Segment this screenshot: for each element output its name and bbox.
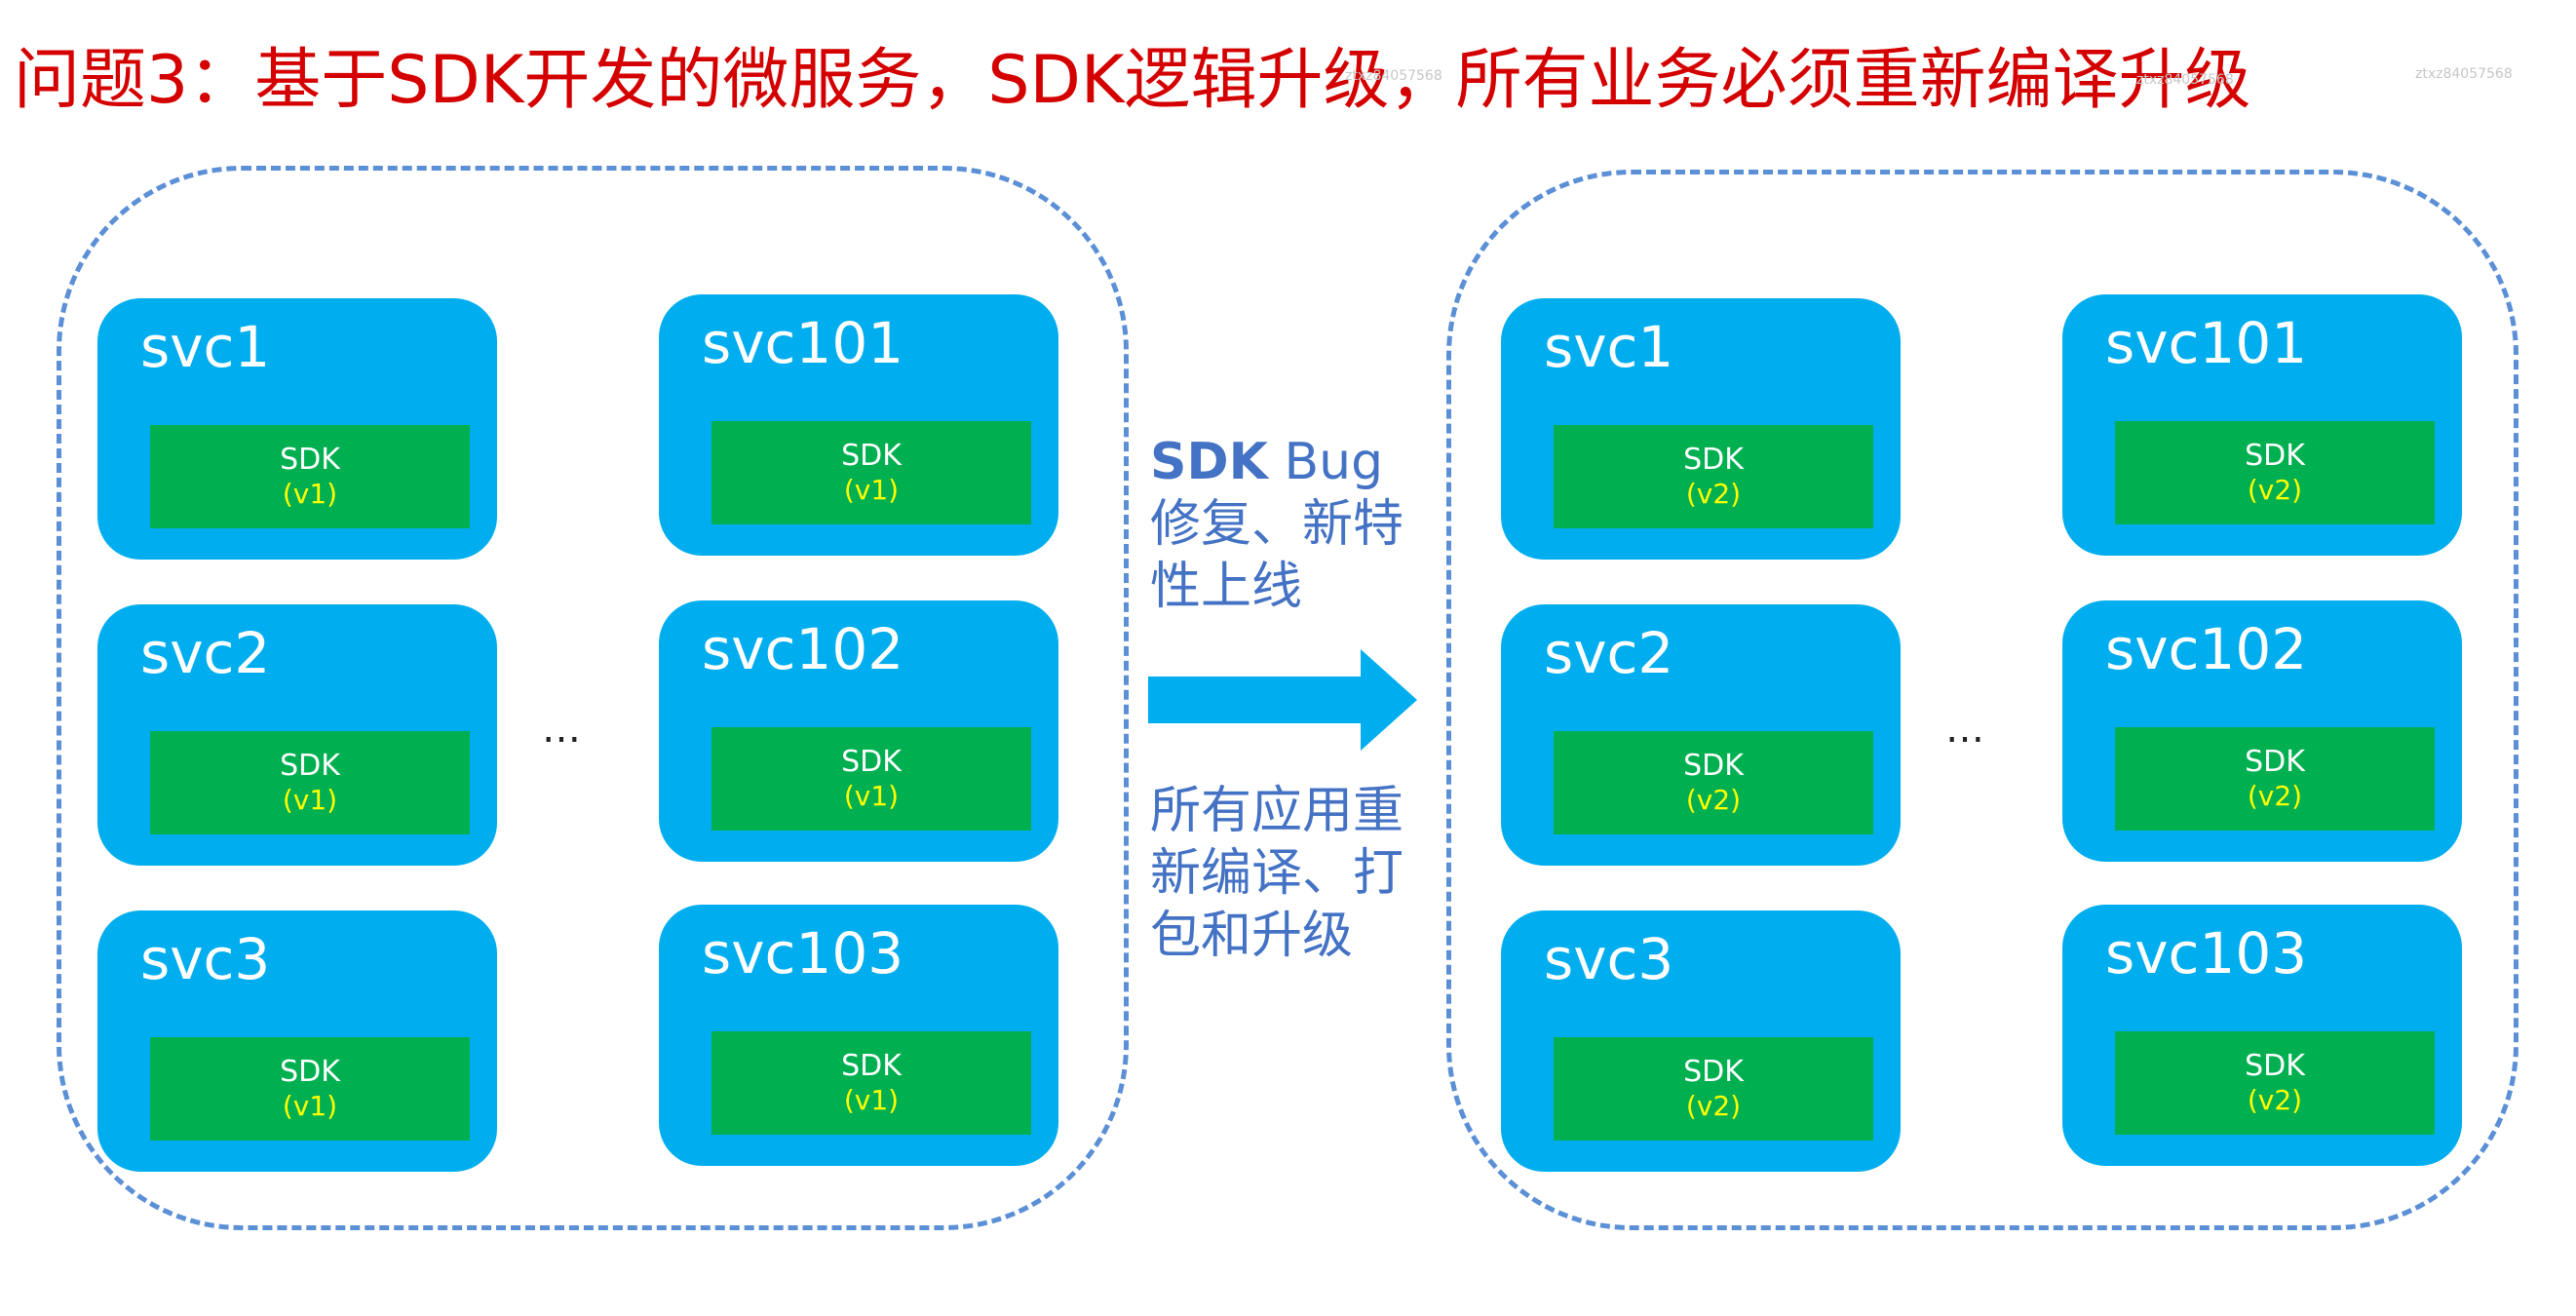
sdk-version: (v1) — [282, 784, 338, 816]
sdk-box: SDK (v1) — [711, 421, 1031, 524]
service-box: svc2 SDK (v2) — [1501, 604, 1901, 866]
watermark: ztxz84057568 — [1345, 68, 1442, 84]
sdk-box: SDK (v1) — [711, 1031, 1031, 1135]
service-name: svc3 — [1544, 926, 1674, 992]
service-name: svc1 — [140, 314, 271, 380]
rebuild-line3: 包和升级 — [1150, 907, 1354, 965]
watermark: ztxz84057568 — [2136, 72, 2234, 88]
right-service-group — [1446, 170, 2518, 1230]
service-box: svc101 SDK (v2) — [2062, 294, 2462, 556]
sdk-version: (v1) — [282, 478, 338, 510]
sdk-version: (v2) — [1685, 784, 1742, 816]
sdk-bug-note: SDK Bug 修复、新特 性上线 — [1150, 431, 1433, 618]
sdk-box: SDK (v1) — [150, 425, 470, 528]
rebuild-line1: 所有应用重 — [1150, 782, 1404, 840]
sdk-label: SDK — [280, 749, 340, 783]
service-name: svc1 — [1544, 314, 1674, 380]
sdk-version: (v2) — [2247, 474, 2303, 506]
sdk-box: SDK (v1) — [150, 731, 470, 834]
sdk-label: SDK — [841, 745, 902, 779]
sdk-version: (v1) — [843, 780, 900, 812]
service-box: svc2 SDK (v1) — [97, 604, 497, 866]
sdk-label: SDK — [2245, 439, 2305, 473]
service-box: svc1 SDK (v1) — [97, 298, 497, 560]
sdk-version: (v1) — [282, 1090, 338, 1122]
sdk-bug-line3: 性上线 — [1150, 558, 1303, 616]
service-name: svc103 — [702, 920, 904, 987]
sdk-label: SDK — [841, 1049, 902, 1083]
sdk-version: (v2) — [2247, 1084, 2303, 1116]
service-name: svc102 — [702, 616, 904, 682]
sdk-version: (v1) — [843, 474, 900, 506]
sdk-box: SDK (v2) — [1554, 731, 1873, 834]
service-name: svc103 — [2105, 920, 2308, 987]
sdk-version: (v1) — [843, 1084, 900, 1116]
sdk-bug-label: SDK — [1150, 433, 1268, 491]
sdk-bug-line2: 修复、新特 — [1150, 495, 1404, 554]
sdk-label: SDK — [280, 1055, 340, 1089]
sdk-label: SDK — [280, 443, 340, 477]
service-box: svc3 SDK (v1) — [97, 910, 497, 1172]
sdk-bug-label-tail: Bug — [1267, 433, 1384, 491]
sdk-label: SDK — [1683, 443, 1744, 477]
service-box: svc102 SDK (v2) — [2062, 600, 2462, 862]
sdk-version: (v2) — [1685, 1090, 1742, 1122]
sdk-version: (v2) — [2247, 780, 2303, 812]
watermark: ztxz84057568 — [2415, 66, 2513, 82]
sdk-box: SDK (v2) — [2115, 727, 2435, 831]
rebuild-line2: 新编译、打 — [1150, 844, 1404, 903]
service-box: svc102 SDK (v1) — [659, 600, 1058, 862]
service-name: svc3 — [140, 926, 271, 992]
sdk-box: SDK (v2) — [2115, 421, 2435, 524]
sdk-version: (v2) — [1685, 478, 1742, 510]
sdk-box: SDK (v2) — [2115, 1031, 2435, 1135]
sdk-box: SDK (v2) — [1554, 425, 1873, 528]
ellipsis: … — [1945, 707, 1984, 752]
sdk-label: SDK — [2245, 1049, 2305, 1083]
service-box: svc103 SDK (v1) — [659, 905, 1058, 1166]
service-box: svc3 SDK (v2) — [1501, 910, 1901, 1172]
service-name: svc101 — [702, 310, 904, 376]
sdk-label: SDK — [1683, 749, 1744, 783]
right-arrow-icon — [1148, 649, 1417, 751]
sdk-label: SDK — [1683, 1055, 1744, 1089]
service-name: svc101 — [2105, 310, 2308, 376]
sdk-box: SDK (v2) — [1554, 1037, 1873, 1141]
left-service-group — [57, 166, 1129, 1230]
service-name: svc102 — [2105, 616, 2308, 682]
ellipsis: … — [542, 707, 581, 752]
sdk-label: SDK — [841, 439, 902, 473]
sdk-label: SDK — [2245, 745, 2305, 779]
service-name: svc2 — [1544, 620, 1674, 686]
service-box: svc1 SDK (v2) — [1501, 298, 1901, 560]
sdk-box: SDK (v1) — [711, 727, 1031, 831]
sdk-box: SDK (v1) — [150, 1037, 470, 1141]
rebuild-note: 所有应用重 新编译、打 包和升级 — [1150, 780, 1433, 967]
service-box: svc103 SDK (v2) — [2062, 905, 2462, 1166]
service-box: svc101 SDK (v1) — [659, 294, 1058, 556]
page-title: 问题3：基于SDK开发的微服务，SDK逻辑升级，所有业务必须重新编译升级 — [14, 42, 2251, 119]
service-name: svc2 — [140, 620, 271, 686]
